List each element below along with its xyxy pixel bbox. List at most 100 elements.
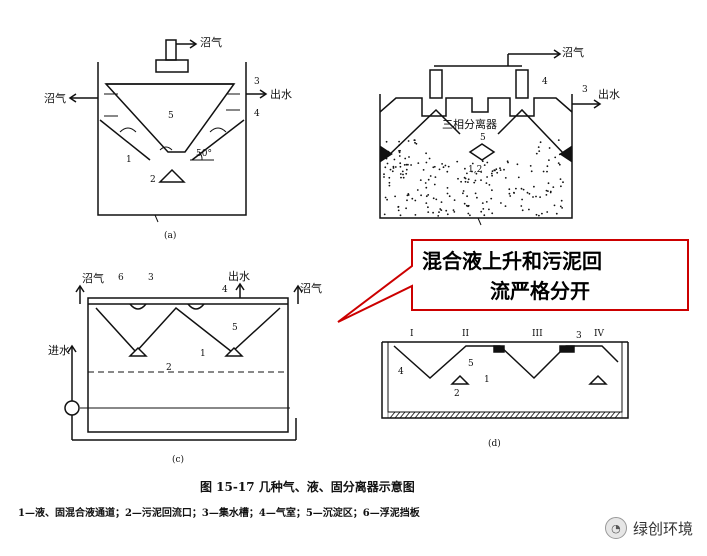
hatch-line	[504, 411, 511, 419]
sludge-dot	[427, 211, 430, 214]
sludge-dot	[386, 198, 388, 201]
sludge-dot	[399, 214, 402, 217]
sludge-dot	[486, 176, 488, 178]
gas-label: 沼气	[200, 35, 222, 49]
sludge-dot	[491, 189, 493, 192]
sludge-dot	[504, 205, 507, 208]
sludge-dot	[416, 189, 419, 191]
sludge-dot	[557, 139, 560, 142]
hatch-line	[479, 411, 486, 419]
callout-line-2: 流严格分开	[490, 279, 590, 303]
sludge-dot	[520, 205, 523, 207]
sludge-dot	[406, 199, 408, 202]
watermark: ◔ 绿创环境	[604, 517, 693, 539]
callout-line-1: 混合液上升和污泥回	[422, 249, 602, 273]
sludge-dot	[386, 162, 389, 165]
sludge-dot	[386, 153, 389, 155]
sludge-dot	[513, 191, 515, 194]
sludge-dot	[482, 208, 485, 210]
sludge-dot	[480, 179, 482, 182]
figure-legend: 1—液、固混合液通道；2—污泥回流口；3—集水槽；4—气室；5—沉淀区；6—浮泥…	[18, 508, 420, 519]
sludge-dot	[428, 157, 431, 160]
hatch-line	[389, 411, 396, 419]
hatch-line	[549, 411, 556, 419]
sludge-dot	[393, 158, 396, 161]
sludge-dot	[473, 181, 476, 184]
sludge-dot	[446, 170, 449, 173]
sludge-dot	[444, 164, 447, 167]
sludge-dot	[535, 213, 538, 216]
sludge-dot	[546, 165, 549, 168]
callout-number: 5	[468, 359, 474, 369]
sludge-dot	[429, 175, 432, 177]
hatch-line	[544, 411, 551, 419]
callout-number: 3	[148, 273, 154, 283]
sludge-dot	[469, 214, 471, 217]
sludge-dot	[453, 211, 456, 213]
sludge-dot	[481, 160, 484, 163]
gas-label: 沼气	[300, 281, 322, 295]
sludge-dot	[467, 178, 470, 181]
sludge-dot	[398, 150, 400, 152]
sludge-dot	[545, 189, 548, 192]
sludge-dot	[499, 169, 502, 172]
sludge-dot	[438, 211, 440, 214]
sludge-dot	[522, 188, 525, 191]
sludge-dot	[562, 181, 564, 184]
sludge-dot	[434, 176, 437, 179]
sludge-dot	[526, 191, 529, 194]
sludge-dot	[466, 195, 468, 198]
panel-label: (c)	[172, 454, 184, 465]
sludge-dot	[475, 172, 478, 175]
hatch-line	[399, 411, 406, 419]
hatch-line	[574, 411, 581, 419]
water-out-label: 出水	[228, 269, 250, 283]
sludge-dot	[383, 213, 386, 216]
sludge-dot	[558, 163, 561, 166]
sludge-dot	[503, 168, 505, 171]
hatch-line	[614, 411, 621, 419]
sludge-dot	[411, 197, 414, 200]
hatch-line	[429, 411, 436, 419]
sludge-dot	[491, 212, 494, 215]
sludge-dot	[405, 168, 408, 171]
sludge-dot	[509, 195, 512, 197]
sludge-dot	[388, 184, 391, 187]
hatch-line	[529, 411, 536, 419]
sludge-dot	[504, 177, 507, 179]
hatch-line	[519, 411, 526, 419]
sludge-dot	[465, 204, 468, 207]
hatch-line	[559, 411, 566, 419]
sludge-dot	[425, 152, 427, 155]
sludge-dot	[467, 212, 470, 215]
sludge-dot	[483, 164, 486, 167]
sludge-dot	[432, 166, 435, 169]
hatch-line	[409, 411, 416, 419]
hatch-line	[599, 411, 606, 419]
sludge-dot	[398, 144, 401, 147]
sludge-dot	[532, 196, 534, 198]
sludge-dot	[403, 164, 406, 166]
sludge-dot	[399, 165, 402, 168]
sludge-dot	[554, 156, 557, 159]
callout-number: 4	[398, 367, 404, 377]
sludge-dot	[398, 155, 401, 157]
hatch-line	[414, 411, 421, 419]
sludge-dot	[507, 161, 509, 164]
sludge-dot	[520, 187, 523, 190]
sludge-dot	[516, 163, 519, 166]
panel-c	[64, 282, 303, 441]
wechat-icon: ◔	[604, 517, 627, 539]
sludge-dot	[553, 204, 556, 207]
sludge-dot	[440, 209, 443, 212]
sludge-dot	[515, 187, 517, 190]
sludge-dot	[392, 165, 395, 168]
sludge-dot	[419, 179, 422, 182]
sludge-dot	[549, 191, 552, 194]
sludge-dot	[557, 162, 560, 165]
callout-number: 2	[166, 363, 172, 373]
sludge-dot	[529, 165, 532, 167]
panel-label: (d)	[488, 438, 501, 449]
sludge-dot	[414, 141, 416, 144]
sludge-dot	[552, 186, 555, 189]
